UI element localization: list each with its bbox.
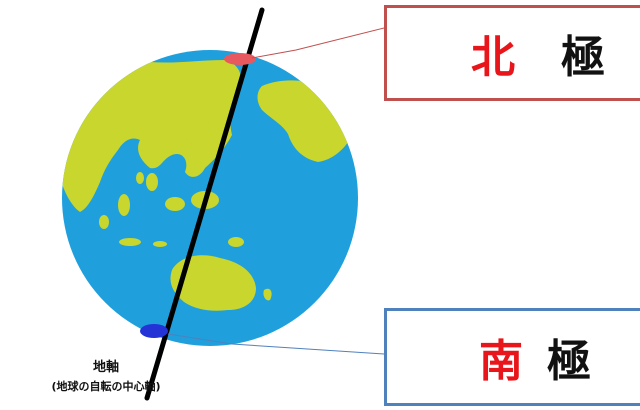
south-pole-label-box: 南 極 [384, 308, 640, 406]
land-asia [62, 60, 242, 212]
north-leader-line [251, 27, 385, 59]
north-char-1: 北 [471, 32, 515, 83]
north-pole-label-box: 北 極 [384, 5, 640, 101]
land-japan-south [182, 139, 192, 151]
land-island [99, 215, 109, 229]
land-island [119, 238, 141, 246]
north-pole-marker [224, 53, 256, 65]
continents [62, 60, 354, 311]
land-japan [194, 117, 209, 137]
land-island [146, 173, 158, 191]
south-char-2: 極 [547, 336, 591, 387]
land-island [165, 197, 185, 211]
land-island [136, 172, 144, 184]
axis-label-title: 地軸 [92, 360, 119, 375]
land-island [153, 241, 167, 247]
land-australia [170, 255, 256, 311]
land-tasmania [263, 288, 272, 301]
axis-label-subtitle: (地球の自転の中心軸) [51, 380, 161, 393]
north-char-2: 極 [561, 32, 605, 83]
land-island [118, 194, 130, 216]
south-char-1: 南 [479, 336, 523, 387]
south-leader-line [167, 333, 385, 355]
land-island [228, 237, 244, 247]
south-pole-marker [140, 324, 168, 338]
